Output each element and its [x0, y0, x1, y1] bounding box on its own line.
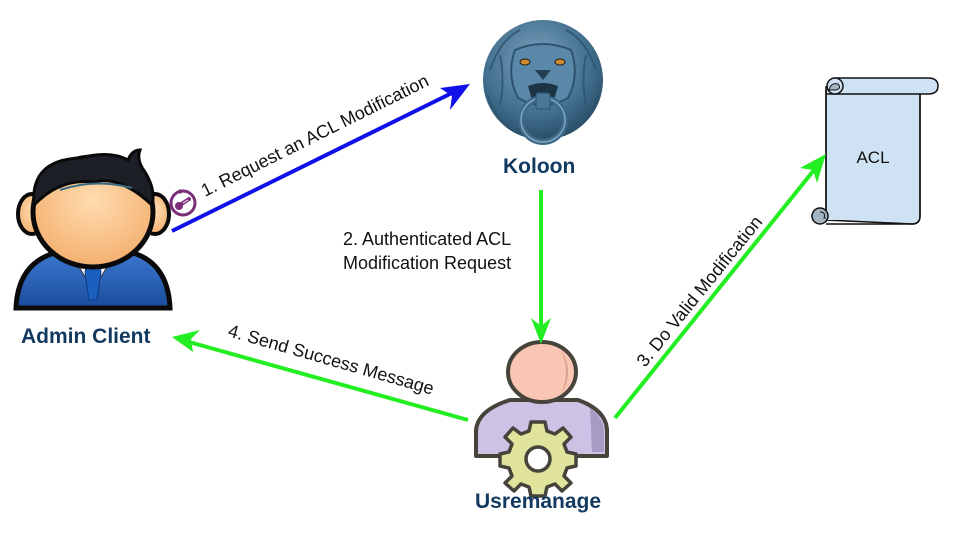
acl-label: ACL: [856, 148, 889, 167]
admin-client-avatar-icon: [13, 148, 173, 311]
edge-label-step-3: 3. Do Valid Modification: [633, 212, 767, 371]
usremanage-label: Usremanage: [475, 490, 602, 513]
koloon-label: Koloon: [503, 155, 576, 178]
edge-label-step-2-line-1: 2. Authenticated ACL: [343, 229, 511, 249]
arrow-request-acl-modification: [171, 84, 470, 233]
edge-label-step-2-line-2: Modification Request: [343, 253, 511, 273]
koloon-lion-knocker-icon: [483, 20, 603, 145]
admin-client-label: Admin Client: [21, 325, 151, 348]
arrow-send-success-message: [172, 330, 469, 422]
acl-scroll-icon: ACL: [811, 77, 939, 225]
usremanage-user-gear-icon: [474, 340, 609, 498]
thermometer-timer-icon: [169, 189, 197, 217]
edge-label-step-1: 1. Request an ACL Modification: [198, 70, 432, 200]
arrow-do-valid-modification: [613, 154, 826, 420]
arrow-authenticated-request: [531, 190, 551, 344]
